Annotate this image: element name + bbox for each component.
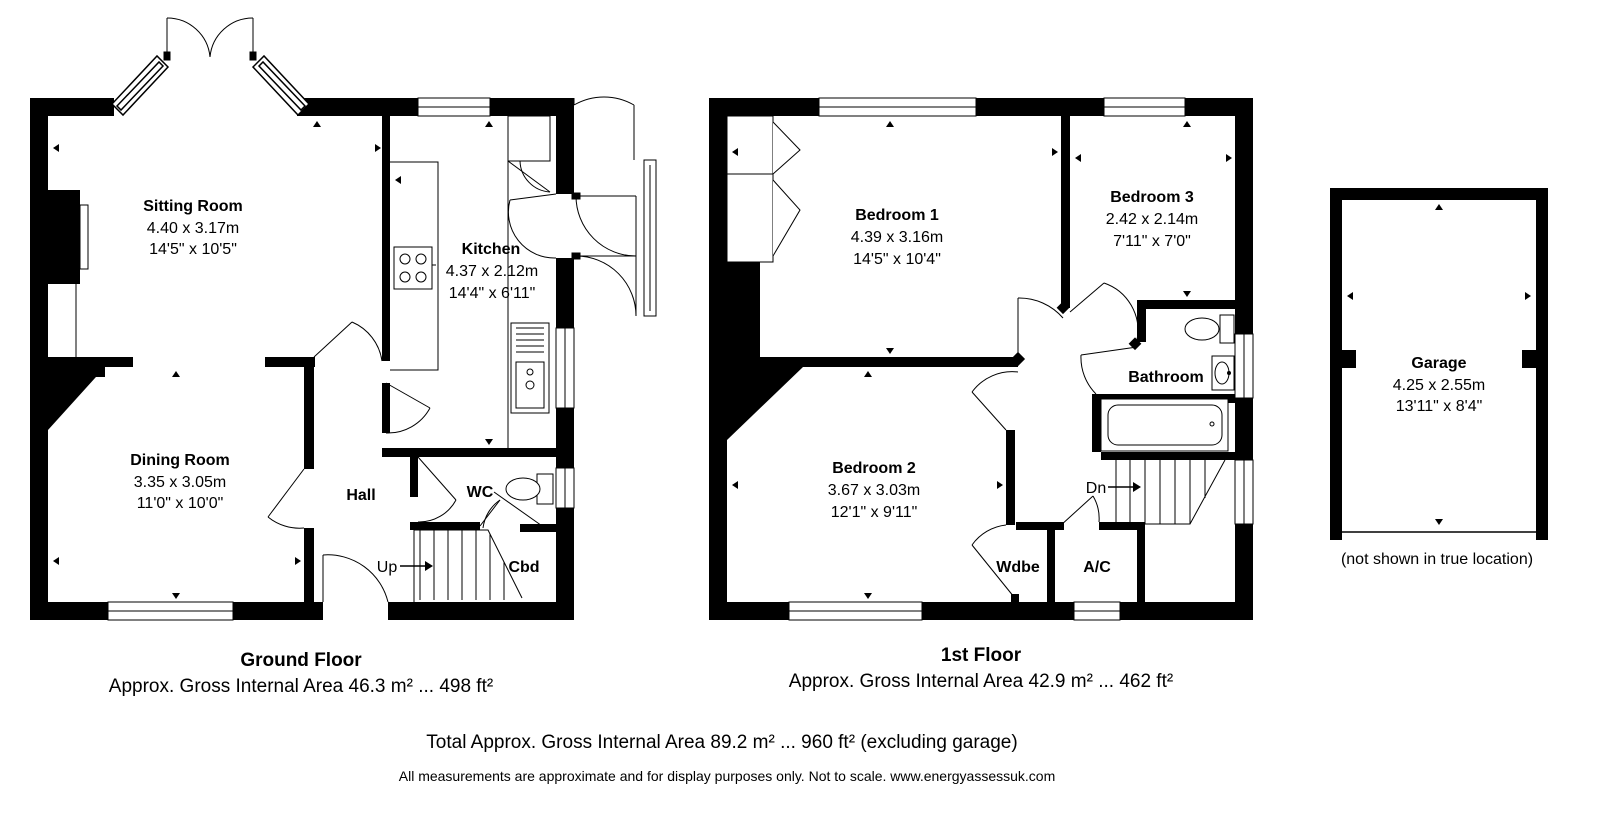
bedroom2-name: Bedroom 2 <box>832 460 916 477</box>
bedroom1-name: Bedroom 1 <box>855 207 939 224</box>
kitchen-imperial: 14'4" x 6'11" <box>449 285 536 302</box>
first-dimension-markers <box>732 121 1232 599</box>
first-windows <box>788 97 1254 621</box>
sitting-room-metric: 4.40 x 3.17m <box>147 220 240 237</box>
first-floor-title: 1st Floor <box>941 645 1022 666</box>
bathroom-label: Bathroom <box>1128 369 1204 386</box>
garage-dimension-markers <box>1347 204 1531 525</box>
bathroom-fittings <box>1100 314 1235 452</box>
kitchen-units <box>390 115 551 448</box>
cupboard-label: Cbd <box>508 559 539 576</box>
dining-room-metric: 3.35 x 3.05m <box>134 474 227 491</box>
ground-floor-plan: Sitting Room 4.40 x 3.17m 14'5" x 10'5" … <box>30 17 657 697</box>
bedroom1-wardrobes <box>726 115 801 263</box>
wc-toilet <box>505 473 554 505</box>
wc-label: WC <box>467 484 494 501</box>
garage-metric: 4.25 x 2.55m <box>1393 377 1486 394</box>
garage-location-note: (not shown in true location) <box>1341 551 1533 568</box>
stairs-down <box>1115 459 1226 525</box>
first-floor-area: Approx. Gross Internal Area 42.9 m² ... … <box>789 671 1173 692</box>
bay-windows <box>110 54 311 117</box>
kitchen-name: Kitchen <box>462 241 521 258</box>
ground-doors <box>267 96 657 603</box>
ground-dimension-markers <box>53 121 493 599</box>
bedroom3-imperial: 7'11" x 7'0" <box>1113 233 1191 250</box>
sitting-room-imperial: 14'5" x 10'5" <box>149 241 237 258</box>
garage-walls <box>1330 188 1548 540</box>
dining-room-imperial: 11'0" x 10'0" <box>137 495 224 512</box>
garage-imperial: 13'11" x 8'4" <box>1396 398 1483 415</box>
first-floor-walls <box>709 98 1253 620</box>
airing-cupboard-label: A/C <box>1083 559 1111 576</box>
ground-floor-title: Ground Floor <box>240 650 362 671</box>
sitting-room-name: Sitting Room <box>143 198 243 215</box>
door-stops <box>1010 301 1142 602</box>
bedroom1-metric: 4.39 x 3.16m <box>851 229 944 246</box>
total-area: Total Approx. Gross Internal Area 89.2 m… <box>426 732 1017 753</box>
bedroom2-imperial: 12'1" x 9'11" <box>831 504 918 521</box>
down-arrow <box>1108 482 1141 492</box>
bedroom3-metric: 2.42 x 2.14m <box>1106 211 1199 228</box>
garage-plan: Garage 4.25 x 2.55m 13'11" x 8'4" (not s… <box>1330 188 1548 568</box>
stairs-down-label: Dn <box>1086 480 1106 497</box>
stairs-up-label: Up <box>377 559 398 576</box>
bedroom1-imperial: 14'5" x 10'4" <box>853 251 941 268</box>
garage-name: Garage <box>1411 355 1466 372</box>
ground-floor-walls <box>30 98 574 620</box>
bedroom2-metric: 3.67 x 3.03m <box>828 482 921 499</box>
ground-windows <box>107 97 575 621</box>
ground-floor-area: Approx. Gross Internal Area 46.3 m² ... … <box>109 676 493 697</box>
hall-label: Hall <box>346 487 375 504</box>
first-floor-plan: Bedroom 1 4.39 x 3.16m 14'5" x 10'4" Bed… <box>709 97 1254 692</box>
bedroom3-name: Bedroom 3 <box>1110 189 1194 206</box>
first-doors <box>971 282 1139 598</box>
disclaimer: All measurements are approximate and for… <box>399 768 1056 784</box>
dining-room-name: Dining Room <box>130 452 230 469</box>
wardrobe-label: Wdbe <box>996 559 1040 576</box>
stairs-up <box>413 529 523 602</box>
up-arrow <box>400 561 433 571</box>
french-doors <box>163 17 257 61</box>
kitchen-metric: 4.37 x 2.12m <box>446 263 539 280</box>
